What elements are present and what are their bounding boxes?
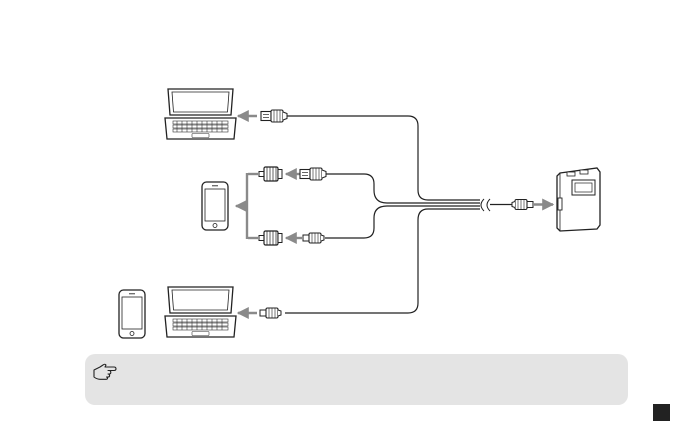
laptop-icon	[165, 287, 236, 337]
pointing-hand-icon	[93, 362, 117, 380]
cable-lines	[285, 116, 512, 313]
usb-a-plug-icon	[300, 168, 326, 180]
usb-c-plug-icon	[512, 200, 533, 210]
laptop-icon	[165, 89, 236, 139]
output-arrows	[236, 116, 553, 313]
micro-usb-plug-icon	[303, 233, 324, 243]
usb-c-plug-icon	[260, 308, 281, 318]
usb-a-plug-icon	[261, 110, 287, 122]
power-bank-icon	[557, 168, 600, 231]
note-box	[85, 354, 628, 405]
page-marker	[653, 404, 670, 421]
smartphone-icon	[119, 290, 145, 338]
lightning-plug-icon	[259, 231, 282, 245]
lightning-plug-icon	[259, 167, 282, 181]
smartphone-icon	[202, 182, 228, 230]
